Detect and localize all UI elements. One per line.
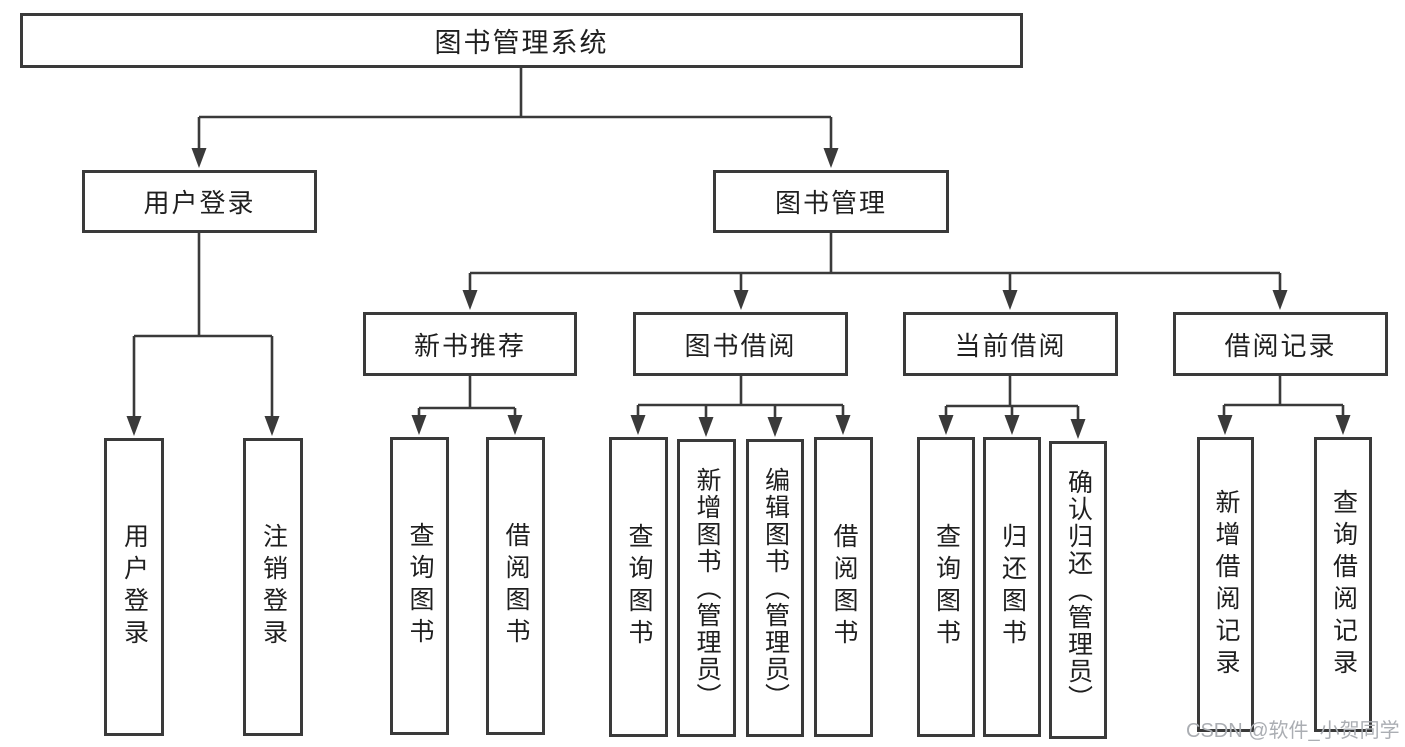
node-book-mgmt: 图书管理 <box>713 170 949 233</box>
leaf-borrow-books: 借阅图书 <box>814 437 873 737</box>
leaf-confirm-return-admin: 确认归还（管理员） <box>1049 441 1107 739</box>
leaf-query-books: 查询图书 <box>609 437 668 737</box>
node-root: 图书管理系统 <box>20 13 1023 68</box>
leaf-logout: 注销登录 <box>243 438 303 736</box>
node-new-book-recommend: 新书推荐 <box>363 312 577 376</box>
node-user-login: 用户登录 <box>82 170 317 233</box>
node-book-borrow: 图书借阅 <box>633 312 848 376</box>
node-current-borrow: 当前借阅 <box>903 312 1118 376</box>
leaf-query-books: 查询图书 <box>390 437 449 735</box>
node-borrow-records: 借阅记录 <box>1173 312 1388 376</box>
leaf-return-books: 归还图书 <box>983 437 1041 737</box>
leaf-query-books: 查询图书 <box>917 437 975 737</box>
leaf-borrow-books: 借阅图书 <box>486 437 545 735</box>
arrowheads <box>126 148 1351 439</box>
leaf-add-book-admin: 新增图书（管理员） <box>677 439 736 737</box>
leaf-edit-book-admin: 编辑图书（管理员） <box>746 439 804 737</box>
leaf-add-borrow-record: 新增借阅记录 <box>1197 437 1254 732</box>
leaf-user-login: 用户登录 <box>104 438 164 736</box>
leaf-query-borrow-record: 查询借阅记录 <box>1314 437 1372 732</box>
watermark: CSDN @软件_小贺同学 <box>1186 720 1400 742</box>
